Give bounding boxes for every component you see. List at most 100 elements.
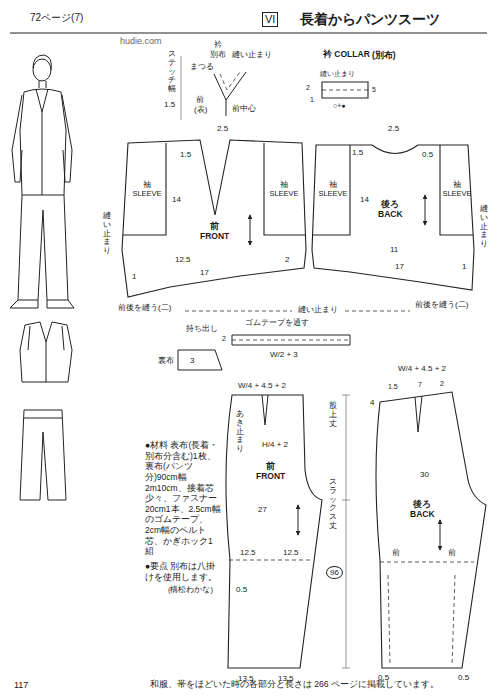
line-art [415, 396, 422, 432]
piece-outline [122, 140, 306, 297]
dimension-label: 1.5 [352, 148, 363, 157]
dimension-label: 2 [285, 255, 289, 264]
dimension-label: 17 [200, 268, 209, 277]
line-art [18, 195, 68, 300]
dimension-label: 1.5 [164, 100, 175, 109]
dimension-label: 0.5 [458, 673, 469, 682]
piece-name: 後ろ BACK [410, 500, 435, 520]
dimension-label: 30 [420, 470, 429, 479]
dimension-label: 縫い止まり [298, 305, 338, 314]
dimension-label: 1 [310, 96, 314, 104]
line-art [262, 395, 268, 425]
piece-outline [226, 395, 322, 668]
dimension-label: 2 [306, 84, 310, 92]
dimension-label: まつる [190, 62, 214, 71]
dimension-label: 前中心 [232, 104, 256, 113]
dimension-label: 持ち出し [186, 324, 218, 333]
dimension-label: hudie.com [120, 36, 162, 46]
line-art [24, 418, 62, 419]
dimension-label: 前 [196, 95, 204, 104]
dimension-label: 2 [222, 335, 226, 343]
dimension-label: 5 [372, 86, 376, 94]
dimension-label: 1 [462, 262, 466, 271]
dimension-label: 2.5 [388, 124, 399, 133]
material-note: ●要点 別布は八掛けを使用します。 [145, 561, 221, 582]
line-art [342, 395, 350, 668]
piece-outline [322, 82, 368, 98]
dimension-label: 12.5 [175, 255, 191, 264]
dimension-label: 96 [326, 566, 343, 579]
dimension-label: 7 [418, 381, 422, 389]
line-art [36, 89, 48, 195]
line-art [250, 215, 251, 245]
dimension-label: 0.5 [422, 150, 433, 159]
line-art [39, 81, 46, 88]
piece-outline [312, 145, 474, 290]
line-art [425, 195, 426, 225]
dimension-label: 衿 [214, 40, 222, 49]
piece-name: 衿 COLLAR [323, 50, 370, 60]
line-art [181, 56, 182, 120]
piece-name: 前 FRONT [256, 462, 285, 482]
material-note: ●材料 表布(長着・別布分含む)1枚、裏布(パンツ分)90cm幅2m10cm、接… [145, 440, 221, 557]
dimension-label: 2.5 [217, 124, 228, 133]
dimension-label: 前 [448, 548, 456, 557]
line-art [298, 505, 299, 535]
dimension-label: 14 [360, 195, 369, 204]
dimension-label: スラックス丈 [329, 478, 337, 531]
dimension-label: 別布 [210, 50, 226, 59]
dimension-label: 縫い止まり [320, 70, 355, 78]
dimension-label: 縫い止まり [480, 205, 488, 249]
line-art [28, 326, 64, 382]
dimension-label: 14 [172, 195, 181, 204]
line-art [232, 335, 350, 345]
piece-outline [112, 120, 312, 302]
line-art [20, 89, 66, 195]
line-art [33, 55, 51, 70]
piece-name: 袖 SLEEVE [318, 181, 347, 198]
line-art [220, 72, 240, 90]
pattern-piece: 後ろ BACK [366, 385, 492, 673]
dimension-label: H/4 + 2 [262, 440, 288, 449]
piece-name: 袖 SLEEVE [132, 181, 161, 198]
dimension-label: 2 [440, 380, 444, 388]
sleeve-area: 袖 SLEEVE [266, 160, 302, 220]
dimension-label: VI [262, 12, 278, 27]
sleeve-area: 袖 SLEEVE [440, 160, 474, 220]
dimension-label: (構松わかな) [168, 586, 213, 595]
pattern-piece: 後ろ BACK 袖 SLEEVE 袖 SLEEVE [305, 120, 485, 302]
line-art [322, 90, 368, 91]
dimension-label: (表) [194, 105, 207, 114]
dimension-label: 12.5 [240, 548, 256, 557]
dimension-label: W/4 + 4.5 + 2 [398, 364, 446, 373]
dimension-label: 縫い止まり [103, 212, 111, 256]
line-art [380, 562, 474, 563]
piece-name: 袖 SLEEVE [269, 181, 298, 198]
dimension-label: ステッチ幅 [168, 50, 176, 94]
line-art [10, 33, 487, 34]
dimension-label: 27 [258, 505, 267, 514]
piece-outline [218, 390, 326, 672]
dimension-label: 裏布 [158, 356, 174, 365]
page-title: 長着からパンツスーツ [300, 11, 440, 27]
dimension-label: 縫い止まり [232, 50, 272, 59]
dimension-label: 12.5 [283, 548, 299, 557]
pattern-piece: 前 FRONT [218, 390, 326, 672]
line-art [20, 322, 72, 382]
dimension-label: 1 [132, 272, 136, 281]
dimension-label: 4 [370, 398, 374, 407]
dimension-label: 股上丈 [329, 402, 337, 428]
line-art [20, 410, 66, 500]
dimension-label: 0.5 [236, 585, 247, 594]
line-art [388, 575, 455, 665]
piece-outline [376, 392, 486, 668]
dimension-label: あき止まり [236, 410, 244, 454]
line-art [185, 311, 410, 312]
piece-name: 後ろ BACK [378, 200, 403, 220]
line-art [232, 340, 350, 341]
dimension-label: 前後を縫う(二) [118, 303, 171, 312]
line-art [178, 350, 222, 370]
dimension-label: 3 [190, 356, 194, 365]
piece-name: 前 FRONT [200, 222, 229, 242]
dimension-label: 72ページ(7) [30, 12, 83, 24]
